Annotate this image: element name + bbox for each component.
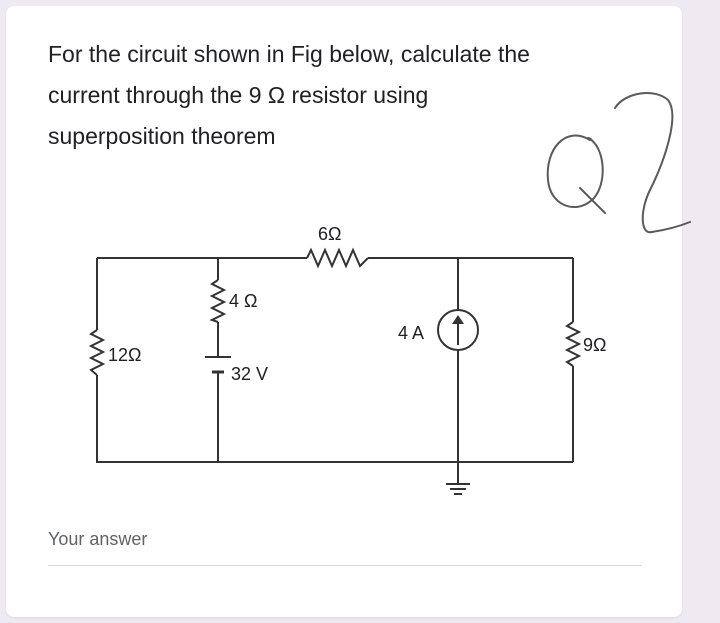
question-text: For the circuit shown in Fig below, calc… — [48, 34, 648, 157]
resistor-12-ohm — [88, 329, 106, 376]
current-source-icon — [437, 309, 479, 351]
resistor-12-ohm-label: 12Ω — [108, 345, 141, 365]
answer-input-underline[interactable] — [48, 565, 642, 566]
resistor-9-ohm-label: 9Ω — [583, 335, 606, 355]
question-line: current through the 9 Ω resistor using — [48, 82, 429, 108]
question-card — [6, 6, 682, 617]
handwritten-q2-annotation — [546, 92, 691, 234]
circuit-wires — [96, 257, 574, 484]
resistor-6-ohm-label: 6Ω — [318, 224, 341, 244]
voltage-source-label: 32 V — [231, 364, 268, 384]
resistor-6-ohm — [306, 247, 369, 269]
battery-32v-icon — [205, 356, 231, 374]
question-line: For the circuit shown in Fig below, calc… — [48, 41, 530, 67]
question-line: superposition theorem — [48, 123, 276, 149]
resistor-4-ohm — [209, 279, 227, 323]
answer-input[interactable]: Your answer — [48, 529, 148, 549]
ground-icon — [446, 483, 470, 495]
resistor-9-ohm — [564, 321, 582, 367]
current-source-label: 4 A — [398, 323, 424, 343]
resistor-4-ohm-label: 4 Ω — [229, 291, 257, 311]
